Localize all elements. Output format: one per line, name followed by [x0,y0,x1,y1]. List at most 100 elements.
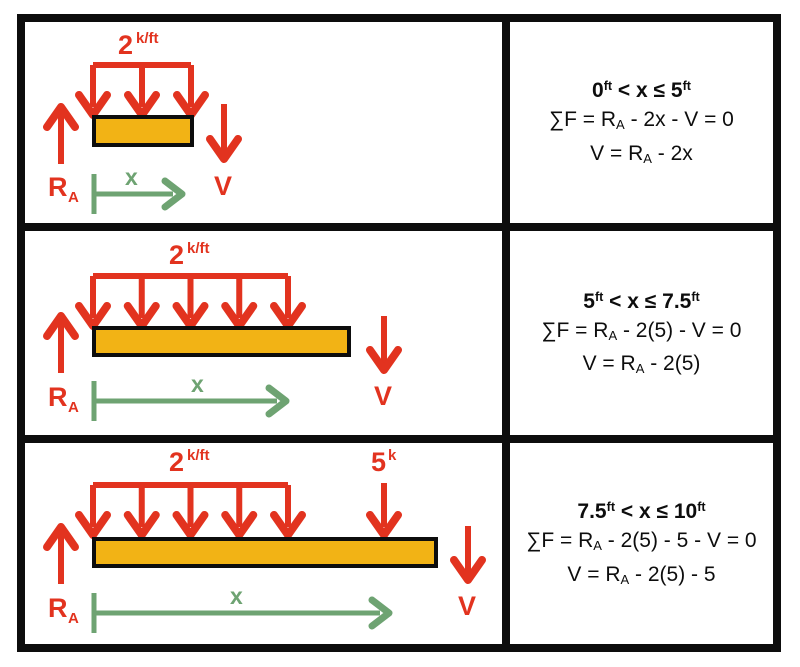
reaction-arrow [43,312,79,373]
reaction-arrow [43,103,79,164]
reaction-text: R [48,172,68,202]
shear-equation: V = RA - 2x [590,139,693,173]
eq-subscript: A [608,327,618,343]
free-body-diagram-segment2: 2 k/ft [43,240,402,421]
domain-range: 7.5ft < x ≤ 10ft [577,493,705,526]
equations-panel: 5ft < x ≤ 7.5ft ∑F = RA - 2(5) - V = 0 V… [510,231,773,435]
shear-arrow [206,104,242,163]
down-arrowhead-icon [206,135,242,163]
distributed-load-label: 2 k/ft [169,447,210,477]
domain-range: 5ft < x ≤ 7.5ft [583,283,699,316]
free-body-diagram-segment1: 2 k/ft R [43,30,242,214]
up-arrowhead-icon [43,312,79,340]
shear-equation: V = RA - 2(5) [583,349,701,383]
distributed-load-arrows [75,482,306,539]
x-label: x [230,583,243,609]
eq-post: - 2(5) [644,352,701,376]
range-lo-unit: ft [594,289,604,304]
eq-subscript: A [635,361,645,377]
eq-post: - 2(5) - 5 [629,562,716,586]
eq-pre: V = R [582,352,636,376]
reaction-subscript: A [68,399,79,416]
distributed-load-arrows [75,273,306,330]
down-arrowhead-icon [221,511,258,539]
right-arrowhead-icon [161,177,186,211]
down-arrowhead-icon [270,511,306,539]
point-load-label: 5 k [371,447,397,477]
down-arrowhead-icon [450,556,486,584]
range-hi-unit: ft [691,289,700,304]
distributed-load-arrows [75,62,209,119]
eq-pre: V = R [567,562,621,586]
equations-panel: 7.5ft < x ≤ 10ft ∑F = RA - 2(5) - 5 - V … [510,443,773,644]
equations-cell-row1: 0ft < x ≤ 5ft ∑F = RA - 2x - V = 0 V = R… [510,22,773,231]
range-lo-unit: ft [603,79,613,94]
x-label: x [191,371,204,397]
eq-subscript: A [643,150,652,166]
eq-post: - 2x - V = 0 [624,108,734,132]
reaction-subscript: A [68,610,79,627]
load-value-text: 2 [118,30,133,60]
range-hi-unit: ft [697,500,706,515]
down-arrowhead-icon [172,511,209,539]
x-dimension: x [91,371,290,421]
eq-subscript: A [593,537,602,553]
equations-cell-row2: 5ft < x ≤ 7.5ft ∑F = RA - 2(5) - V = 0 V… [510,231,773,443]
load-unit-text: k/ft [136,30,159,47]
range-lo-unit: ft [606,500,616,515]
equations-panel: 0ft < x ≤ 5ft ∑F = RA - 2x - V = 0 V = R… [510,22,773,223]
eq-post: - 2(5) - V = 0 [617,318,742,342]
down-arrowhead-icon [123,511,160,539]
distributed-load-label: 2 k/ft [118,30,159,60]
range-mid: < x ≤ [615,500,674,524]
up-arrowhead-icon [43,523,79,551]
beam [92,537,438,568]
equations-cell-row3: 7.5ft < x ≤ 10ft ∑F = RA - 2(5) - 5 - V … [510,443,773,644]
reaction-label: R A [48,382,79,416]
range-hi: 10 [673,500,698,524]
range-mid: < x ≤ [603,289,663,313]
sum-forces-equation: ∑F = RA - 2(5) - V = 0 [542,316,742,350]
x-dimension: x [91,164,186,214]
load-value-text: 2 [169,447,184,477]
fbd-cell-row2: 2 k/ft [25,231,510,443]
down-arrowhead-icon [366,511,402,539]
domain-range: 0ft < x ≤ 5ft [592,72,691,105]
shear-label: V [458,591,476,621]
fbd-cell-row3: 2 k/ft 5 k [25,443,510,644]
x-dimension: x [91,583,393,633]
shear-equation: V = RA - 2(5) - 5 [567,560,715,594]
range-lo: 0 [592,79,604,103]
reaction-label: R A [48,172,79,206]
shear-arrow [366,316,402,374]
up-arrowhead-icon [43,103,79,131]
fbd-cell-row1: 2 k/ft R [25,22,510,231]
down-arrowhead-icon [366,346,402,374]
x-label: x [125,164,138,190]
range-lo: 7.5 [577,500,607,524]
point-load-unit-text: k [388,447,397,464]
shear-arrow [450,526,486,584]
range-lo: 5 [583,289,595,313]
range-hi-unit: ft [682,79,691,94]
eq-pre: ∑F = R [541,318,609,342]
right-arrowhead-icon [368,596,393,630]
shear-label: V [214,171,232,201]
beam [92,115,194,147]
beam [92,326,351,357]
reaction-text: R [48,593,68,623]
reaction-subscript: A [68,189,79,206]
reaction-label: R A [48,593,79,627]
eq-subscript: A [620,571,630,587]
eq-post: - 2(5) - 5 - V = 0 [601,529,757,553]
reaction-arrow [43,523,79,584]
free-body-diagram-segment3: 2 k/ft 5 k [43,447,486,633]
eq-pre: ∑F = R [526,529,594,553]
reaction-text: R [48,382,68,412]
right-arrowhead-icon [265,384,290,418]
down-arrowhead-icon [75,511,111,539]
load-value-text: 2 [169,240,184,270]
fbd-table: 2 k/ft R [17,14,781,652]
load-unit-text: k/ft [187,447,210,464]
